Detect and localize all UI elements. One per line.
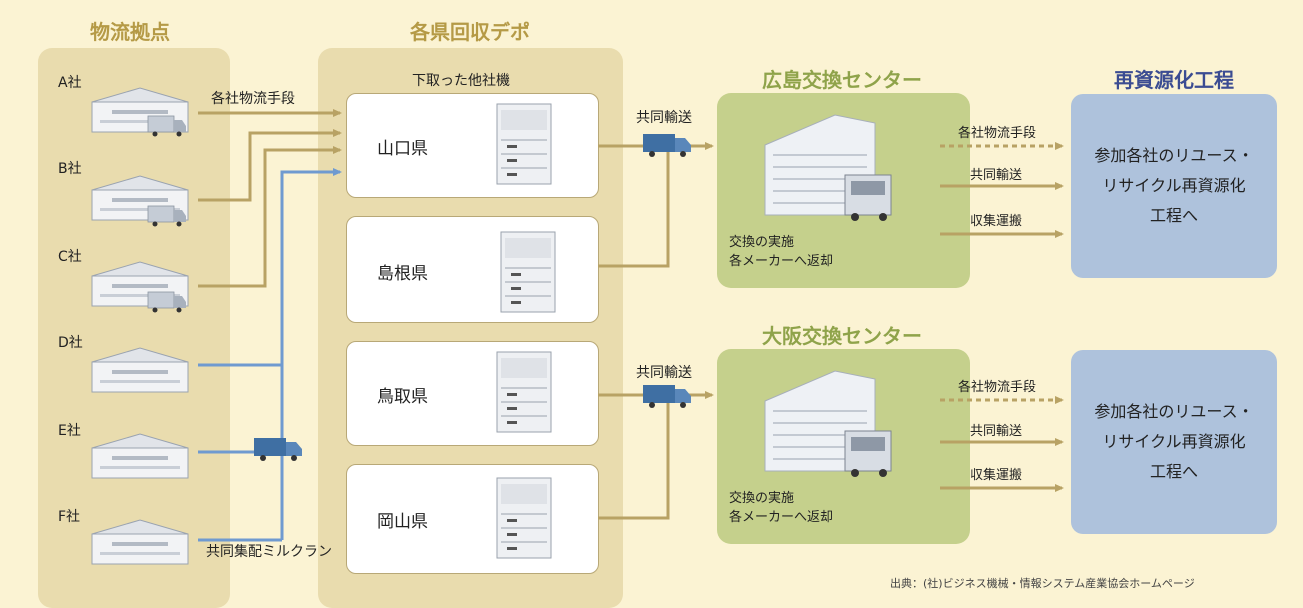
depots-heading: 各県回収デポ <box>410 20 530 44</box>
osaka-center-line2: 各メーカーへ返却 <box>729 510 834 525</box>
depot-caption: 下取った他社機 <box>412 73 510 89</box>
label-collection-r2: 収集運搬 <box>970 468 1023 483</box>
company-label-e: E社 <box>58 423 81 439</box>
label-joint-transport-r1: 共同輸送 <box>970 168 1023 183</box>
hiroshima-center-line1: 交換の実施 <box>729 235 795 250</box>
label-each-logistics-r1: 各社物流手段 <box>958 126 1037 141</box>
recycle-box-2-line2: リサイクル再資源化 <box>1102 432 1246 451</box>
source-note: 出典：(社)ビジネス機械・情報システム産業協会ホームページ <box>890 577 1195 590</box>
depot-card-tottori: 鳥取県 <box>346 341 599 446</box>
company-label-d: D社 <box>58 335 83 351</box>
logistics-heading: 物流拠点 <box>90 20 170 44</box>
depot-name-okayama: 岡山県 <box>377 512 428 532</box>
osaka-center-box: 交換の実施 各メーカーへ返却 <box>717 349 970 544</box>
label-each-logistics-r2: 各社物流手段 <box>958 380 1037 395</box>
label-joint-transport-r2: 共同輸送 <box>970 424 1023 439</box>
recycle-box-1: 参加各社のリユース・ リサイクル再資源化 工程へ <box>1071 94 1277 278</box>
company-label-c: C社 <box>58 249 82 265</box>
company-label-f: F社 <box>58 509 81 525</box>
depot-card-yamaguchi: 山口県 <box>346 93 599 198</box>
recycle-box-2-line1: 参加各社のリユース・ <box>1094 402 1254 421</box>
depot-name-shimane: 島根県 <box>377 264 428 284</box>
recycle-box-1-line1: 参加各社のリユース・ <box>1094 146 1254 165</box>
company-label-b: B社 <box>58 161 82 177</box>
osaka-center-line1: 交換の実施 <box>729 491 795 506</box>
label-joint-transport-top: 共同輸送 <box>636 110 692 126</box>
depot-name-yamaguchi: 山口県 <box>377 139 428 159</box>
osaka-center-text: 交換の実施 各メーカーへ返却 <box>729 489 833 527</box>
recycling-heading: 再資源化工程 <box>1114 68 1234 92</box>
hiroshima-center-box: 交換の実施 各メーカーへ返却 <box>717 93 970 288</box>
recycle-box-1-line3: 工程へ <box>1149 206 1198 225</box>
depot-card-okayama: 岡山県 <box>346 464 599 574</box>
label-each-company-logistics-left: 各社物流手段 <box>211 91 295 107</box>
hiroshima-center-heading: 広島交換センター <box>762 68 922 92</box>
label-joint-transport-bottom: 共同輸送 <box>636 365 692 381</box>
hiroshima-center-text: 交換の実施 各メーカーへ返却 <box>729 233 833 271</box>
recycle-box-2-line3: 工程へ <box>1149 462 1198 481</box>
depot-card-shimane: 島根県 <box>346 216 599 323</box>
depot-name-tottori: 鳥取県 <box>377 387 428 407</box>
osaka-center-heading: 大阪交換センター <box>762 324 922 348</box>
recycle-box-2: 参加各社のリユース・ リサイクル再資源化 工程へ <box>1071 350 1277 534</box>
label-milk-run: 共同集配ミルクラン <box>206 544 332 560</box>
label-collection-r1: 収集運搬 <box>970 214 1023 229</box>
company-label-a: A社 <box>58 75 82 91</box>
hiroshima-center-line2: 各メーカーへ返却 <box>729 254 834 269</box>
recycle-box-1-line2: リサイクル再資源化 <box>1102 176 1246 195</box>
